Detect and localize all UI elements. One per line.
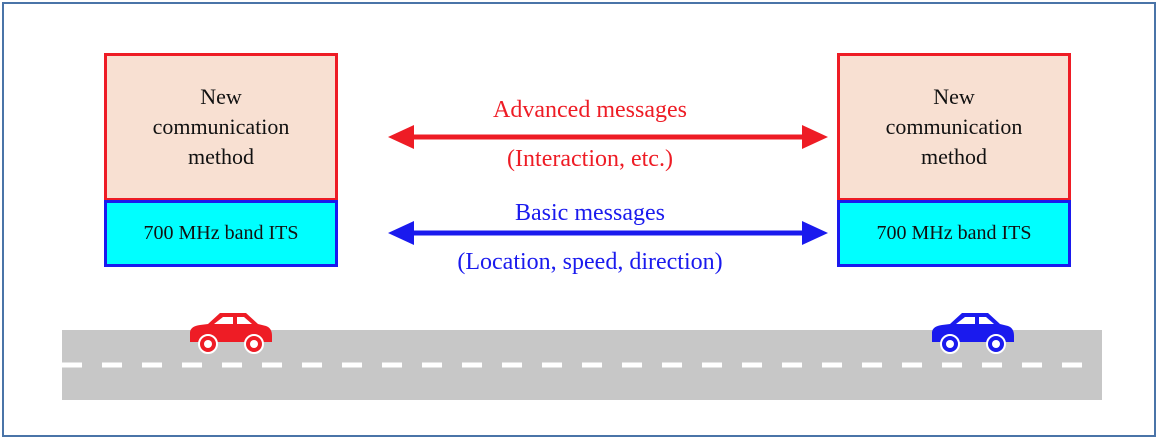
right-new-communication-label: New communication method [885,84,1023,169]
right-new-communication-box: New communication method [837,53,1071,201]
left-new-communication-box: New communication method [104,53,338,201]
advanced-messages-title: Advanced messages [493,97,687,123]
basic-messages-title: Basic messages [515,200,665,226]
red-car-icon [190,313,272,354]
right-vehicle-stack: New communication method 700 MHz band IT… [837,53,1071,267]
advanced-messages-subtitle: (Interaction, etc.) [507,146,673,172]
left-vehicle-stack: New communication method 700 MHz band IT… [104,53,338,267]
left-new-communication-label: New communication method [152,84,290,169]
left-its-box: 700 MHz band ITS [104,200,338,267]
basic-messages-subtitle: (Location, speed, direction) [457,249,723,275]
advanced-messages-arrow [388,125,828,149]
blue-car-icon [932,313,1014,354]
left-its-label: 700 MHz band ITS [143,222,299,244]
basic-messages-arrow [388,221,828,245]
right-its-box: 700 MHz band ITS [837,200,1071,267]
right-its-label: 700 MHz band ITS [876,222,1032,244]
